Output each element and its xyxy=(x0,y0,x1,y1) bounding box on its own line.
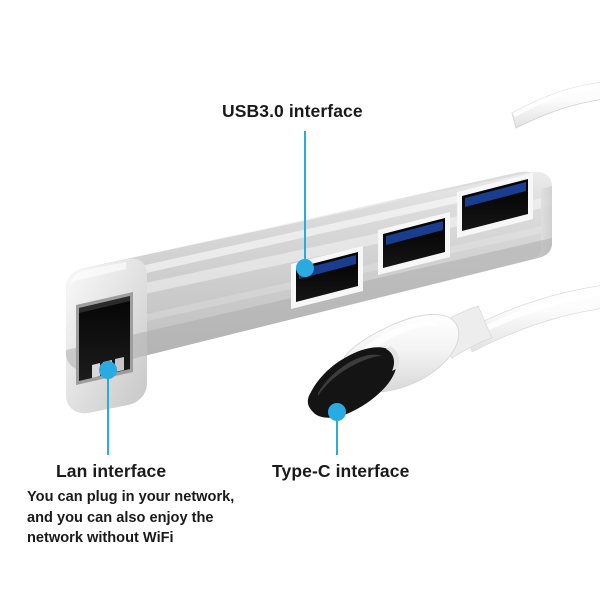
typec-connector xyxy=(307,305,493,418)
lan-description-line-3: network without WiFi xyxy=(27,530,174,547)
callout-marker-lan xyxy=(99,361,117,379)
lan-description-text: You can plug in your network, and you ca… xyxy=(27,487,267,549)
callout-leader-usb xyxy=(296,131,314,277)
typec-cable xyxy=(465,285,600,353)
callout-marker-usb xyxy=(296,259,314,277)
usb-port-2 xyxy=(378,212,450,275)
lan-port-rj45 xyxy=(76,292,133,385)
top-cable xyxy=(511,82,600,129)
lan-description-line-1: You can plug in your network, xyxy=(27,489,235,505)
callout-label-lan: Lan interface xyxy=(56,461,167,481)
callout-label-typec: Type-C interface xyxy=(272,461,410,481)
callout-leader-lan xyxy=(99,361,117,455)
lan-description-line-2: and you can also enjoy the xyxy=(27,509,214,526)
callout-marker-typec xyxy=(328,403,346,421)
usb-port-3 xyxy=(457,173,533,238)
callout-leader-typec xyxy=(328,403,346,455)
callout-label-usb: USB3.0 interface xyxy=(222,101,363,121)
